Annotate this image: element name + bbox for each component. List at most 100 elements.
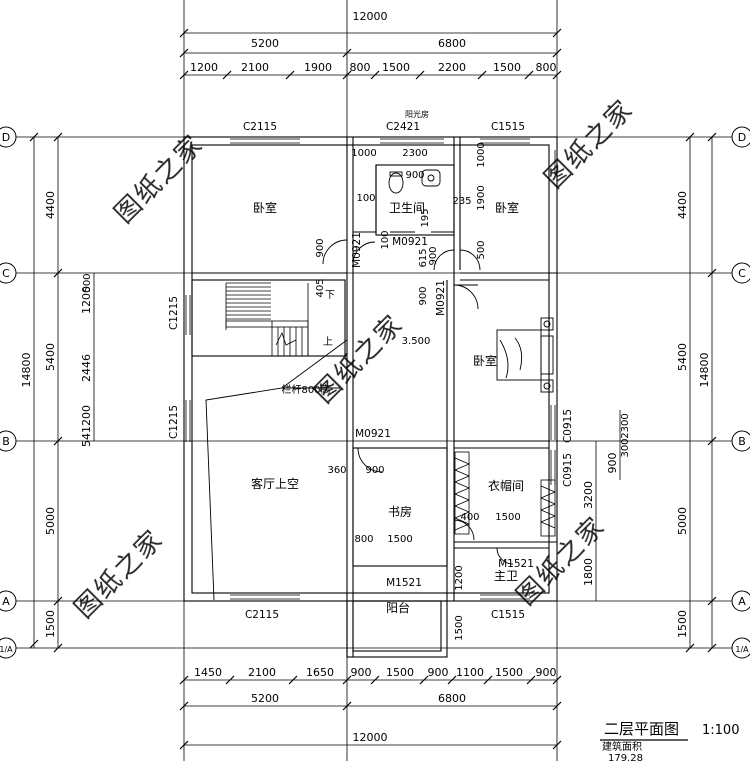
axis-label-right-d: D	[738, 131, 746, 144]
note-d615: 615	[418, 248, 429, 267]
dim-top-total: 12000	[353, 10, 388, 23]
note-d1500b: 1500	[387, 534, 412, 545]
dim-bot-mid-2: 6800	[438, 692, 466, 705]
note-d500: 500	[476, 240, 487, 259]
dim-bot-d8: 1500	[495, 666, 523, 679]
dim-right-in-5: 2300	[620, 413, 631, 438]
room-sunroom: 阳光房	[405, 109, 429, 119]
dim-top-d4: 800	[350, 61, 371, 74]
note-d1500a: 1500	[495, 512, 520, 523]
dim-bot-d3: 1650	[306, 666, 334, 679]
code-c1215-a: C1215	[168, 296, 180, 330]
note-d1500c: 1500	[454, 615, 465, 640]
dimension-lines	[33, 32, 713, 746]
axis-bubble-right-b	[731, 430, 750, 452]
title-block: 二层平面图 1:100 建筑面积 179.28	[600, 720, 739, 764]
axis-label-right-b: B	[738, 435, 746, 448]
dim-top-d1: 1200	[190, 61, 218, 74]
dim-left-d4: 541200	[80, 405, 93, 447]
code-m1521-a: M1521	[386, 577, 422, 589]
axis-label-right-1a: 1/A	[735, 645, 749, 654]
watermark-3: 图纸之家	[309, 309, 409, 409]
dim-bot-total: 12000	[353, 731, 388, 744]
room-balcony: 阳台	[386, 600, 410, 615]
axis-bubble-right-1a	[731, 637, 750, 659]
note-up: 上	[323, 336, 333, 348]
axis-bubble-left-1a	[0, 637, 17, 659]
axis-label-left-d: D	[2, 131, 10, 144]
area-label: 建筑面积	[602, 740, 642, 753]
staircase	[225, 282, 309, 356]
room-labels: 卧室 卫生间 卧室 卧室 客厅上空 书房 衣帽间 主卫 阳台 阳光房	[251, 109, 524, 615]
dim-right-in-2: 1800	[582, 558, 595, 586]
note-down: 下	[325, 290, 335, 301]
note-d400: 400	[460, 512, 479, 523]
watermark-2: 图纸之家	[539, 94, 639, 194]
dim-left-total: 14800	[20, 353, 33, 388]
note-d900c: 900	[428, 246, 439, 265]
railing-outline	[205, 339, 348, 601]
code-c0915-b: C0915	[562, 453, 574, 487]
dim-top-d3: 1900	[304, 61, 332, 74]
watermark-4: 图纸之家	[69, 524, 169, 624]
note-d1200: 1200	[454, 565, 465, 590]
dim-left-mid-3: 5000	[44, 507, 57, 535]
note-d100b: 100	[380, 230, 391, 249]
dim-right-in-3: 900	[606, 453, 619, 474]
note-d900: 900	[405, 170, 424, 181]
sink-icon	[421, 169, 441, 187]
axis-label-right-c: C	[738, 267, 746, 280]
dim-bot-d4: 900	[351, 666, 372, 679]
room-master-bath: 主卫	[494, 569, 518, 583]
note-d235: 235	[452, 196, 471, 207]
dim-left-d3: 2446	[80, 354, 93, 382]
code-c1515-top: C1515	[491, 121, 525, 133]
code-m0921-c: M0921	[435, 280, 447, 316]
dim-bot-d1: 1450	[194, 666, 222, 679]
dim-bot-d5: 1500	[386, 666, 414, 679]
wardrobe	[453, 451, 557, 537]
axis-bubble-right-a	[731, 590, 750, 612]
dim-left-mid-2: 5400	[44, 343, 57, 371]
bed	[496, 317, 554, 393]
dim-top-d6: 2200	[438, 61, 466, 74]
dim-right-mid-2: 5400	[676, 343, 689, 371]
dim-bot-mid-1: 5200	[251, 692, 279, 705]
note-d900d: 900	[418, 286, 429, 305]
dim-top-mid-1: 5200	[251, 37, 279, 50]
code-m0921-a: M0921	[351, 232, 363, 268]
dim-right-mid-1: 4400	[676, 191, 689, 219]
dim-right-mid-4: 1500	[676, 610, 689, 638]
dim-bot-d9: 900	[536, 666, 557, 679]
dim-right-in-1: 3200	[582, 481, 595, 509]
dim-right-total: 14800	[698, 353, 711, 388]
note-d1900: 1900	[476, 185, 487, 210]
note-elevation: 3.500	[402, 336, 431, 347]
code-c2115-bottom: C2115	[245, 609, 279, 621]
code-m0921-d: M0921	[355, 428, 391, 440]
dim-left-mid-4: 1500	[44, 610, 57, 638]
dim-top-d2: 2100	[241, 61, 269, 74]
room-living-void: 客厅上空	[251, 476, 299, 491]
axis-label-left-1a: 1/A	[0, 645, 13, 654]
note-d405: 405	[315, 278, 326, 297]
area-value: 179.28	[608, 753, 643, 761]
dim-top-mid-2: 6800	[438, 37, 466, 50]
note-d360: 360	[327, 465, 346, 476]
code-c2421: C2421	[386, 121, 420, 133]
code-c1215-b: C1215	[168, 405, 180, 439]
dimension-ticks	[29, 28, 717, 750]
note-railing: 栏杆800高	[281, 383, 330, 396]
axis-label-left-b: B	[2, 435, 10, 448]
note-d1000b: 1000	[476, 142, 487, 167]
code-c2115-top: C2115	[243, 121, 277, 133]
note-d900e: 900	[365, 465, 384, 476]
axis-bubble-left-a	[0, 590, 17, 612]
dim-right-mid-3: 5000	[676, 507, 689, 535]
axis-bubble-right-d	[731, 126, 750, 148]
room-closet: 衣帽间	[488, 478, 524, 493]
code-m1521-b: M1521	[498, 558, 534, 570]
note-d100a: 100	[356, 193, 375, 204]
axis-bubble-left-c	[0, 262, 17, 284]
